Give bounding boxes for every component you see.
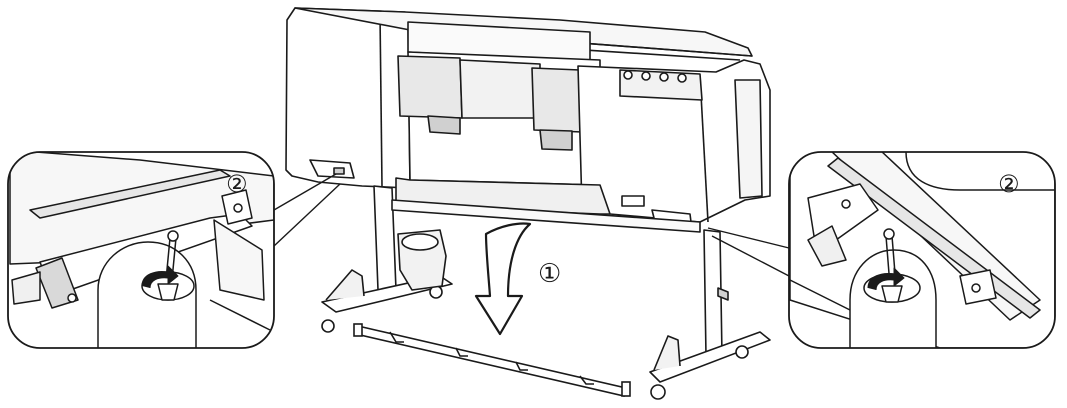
- detail-zoom-left: ②: [7, 151, 275, 349]
- callout-lines: [273, 173, 790, 277]
- basket-rod: [353, 323, 631, 397]
- step-1-label: ①: [538, 259, 561, 289]
- printer-body: [285, 7, 771, 231]
- rotate-arrow-icon-right: [867, 267, 905, 291]
- curved-down-arrow-icon: [474, 222, 532, 336]
- step-2-label-left: ②: [226, 170, 248, 198]
- rotate-arrow-icon-left: [141, 265, 179, 289]
- detail-zoom-right: ②: [788, 151, 1056, 349]
- stand: [321, 185, 771, 400]
- step-2-label-right: ②: [998, 170, 1020, 198]
- step-1-arrow: ①: [474, 222, 561, 336]
